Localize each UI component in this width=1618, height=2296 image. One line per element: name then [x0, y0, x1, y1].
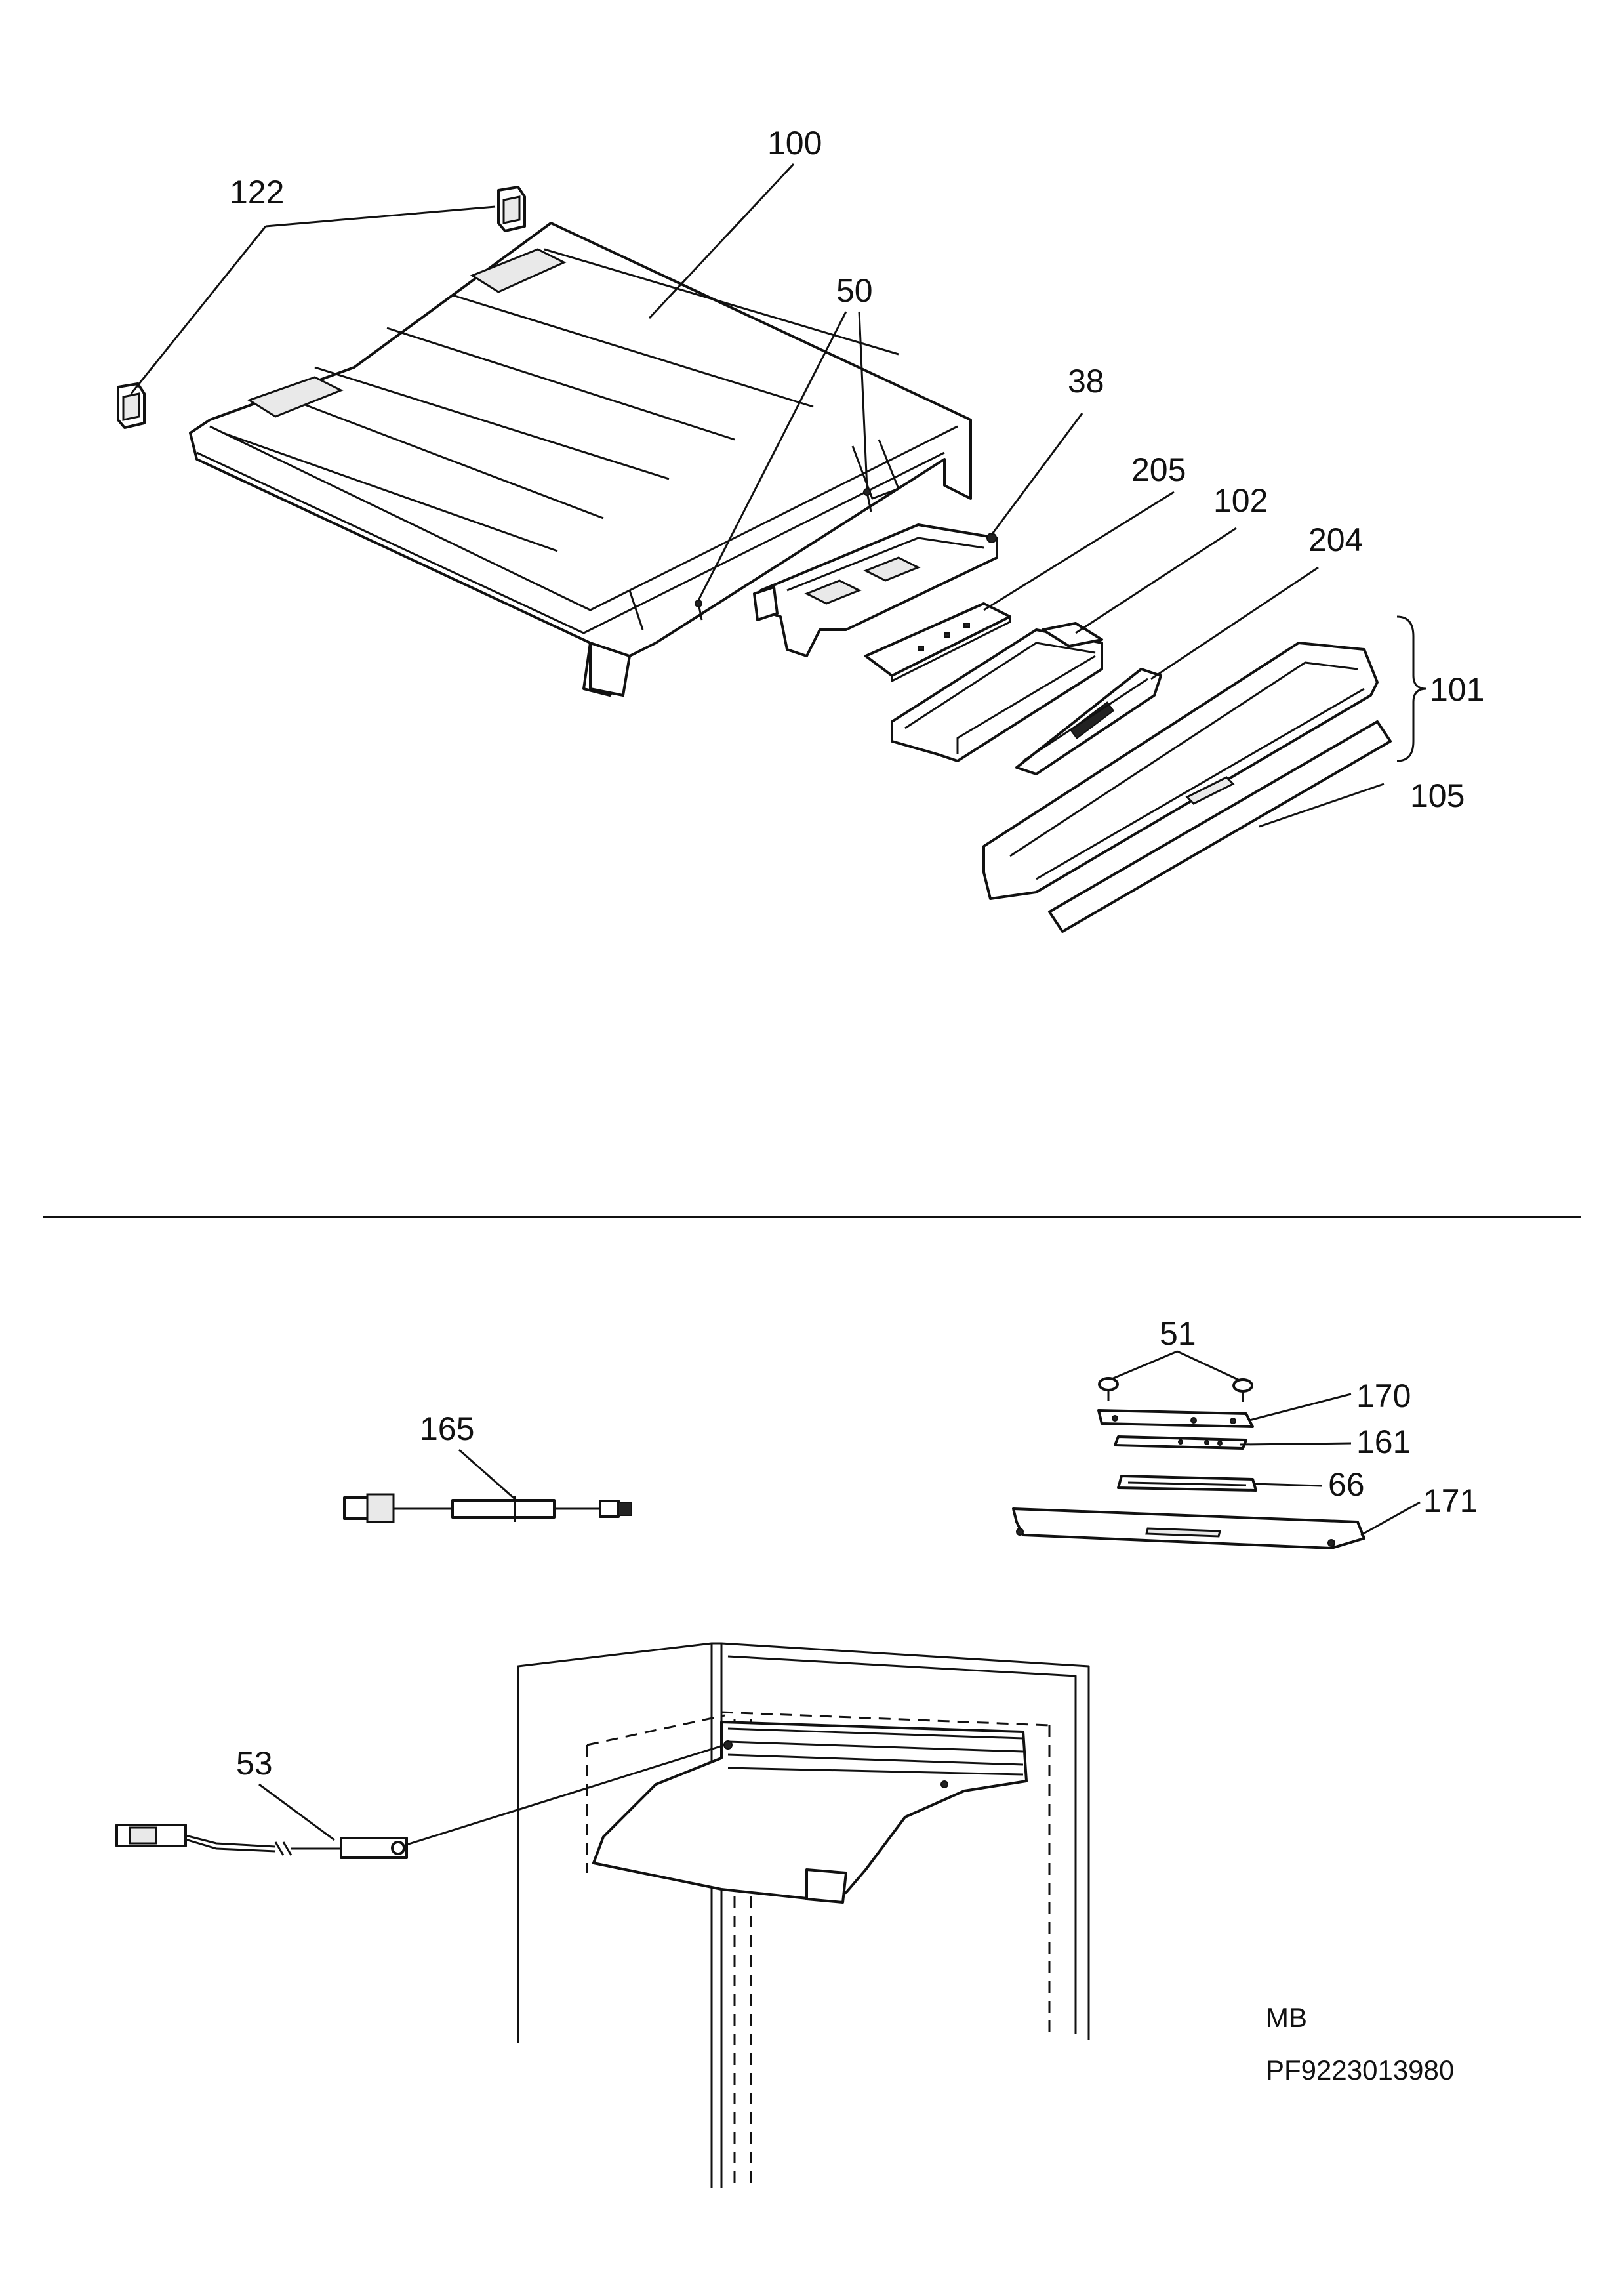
callout-165: 165 [420, 1410, 474, 1447]
part-161-led-strip [1114, 1435, 1247, 1450]
callout-204: 204 [1308, 522, 1363, 558]
callout-100: 100 [767, 125, 822, 161]
leaders-top [130, 163, 1385, 828]
part-165-cable [343, 1493, 632, 1523]
part-66-lens [1117, 1475, 1257, 1492]
callout-50: 50 [836, 272, 873, 309]
part-number: PF9223013980 [1266, 2055, 1454, 2085]
brace-101 [1396, 615, 1427, 762]
callout-102: 102 [1213, 482, 1268, 519]
callout-122: 122 [230, 174, 284, 211]
callout-101: 101 [1430, 671, 1484, 708]
callout-105: 105 [1410, 777, 1465, 814]
part-53-sensor-cable [115, 1824, 408, 1859]
part-204-connector-board [1015, 668, 1162, 775]
leaders-bottom [258, 1350, 1421, 1846]
part-51-screw-right [1232, 1378, 1253, 1402]
part-51-screw-left [1098, 1377, 1119, 1401]
part-205-pcb [864, 602, 1011, 682]
part-38-bracket [753, 523, 998, 657]
callout-51: 51 [1160, 1315, 1196, 1352]
model-code: MB [1266, 2002, 1307, 2033]
part-171-lamp-cover [1012, 1507, 1365, 1549]
callout-53: 53 [236, 1745, 273, 1782]
part-122-clip-lower [117, 382, 146, 429]
part-100-top-cover [189, 222, 972, 697]
evaporator-unit [592, 1721, 1028, 1904]
callout-161: 161 [1356, 1424, 1411, 1460]
part-102-housing [891, 622, 1103, 762]
callout-171: 171 [1423, 1483, 1478, 1519]
part-105-trim-strip [1048, 720, 1392, 933]
callout-170: 170 [1356, 1378, 1411, 1414]
part-122-clip-upper [497, 186, 526, 232]
callout-38: 38 [1068, 363, 1104, 400]
callout-66: 66 [1328, 1466, 1365, 1503]
callout-205: 205 [1131, 451, 1186, 488]
part-50-screw-right [863, 488, 872, 512]
part-170-holder [1097, 1409, 1254, 1428]
part-101-front-panel [982, 642, 1379, 900]
